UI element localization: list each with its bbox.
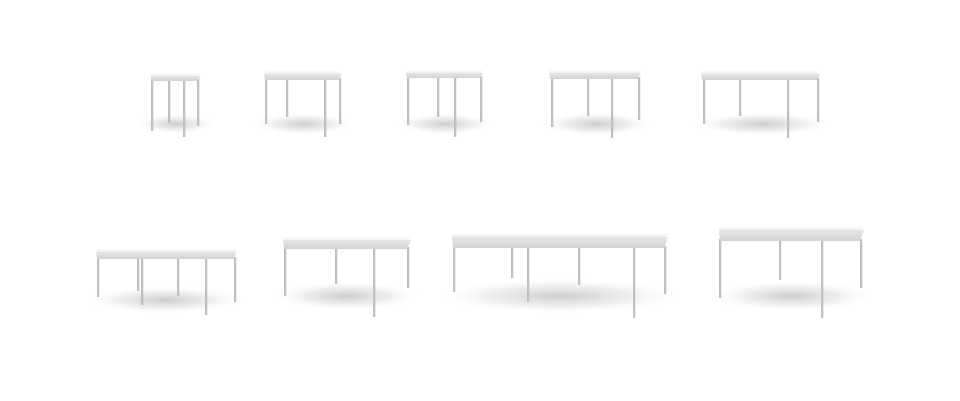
table-leg xyxy=(779,239,782,280)
table-2 xyxy=(251,71,355,137)
table-leg xyxy=(860,239,863,288)
table-leg xyxy=(286,78,289,117)
table-leg xyxy=(453,246,456,292)
table-top-edge xyxy=(151,76,201,81)
table-top xyxy=(719,227,864,230)
table-leg xyxy=(407,247,410,288)
table-leg xyxy=(177,257,180,296)
table-leg xyxy=(551,77,554,127)
table-5 xyxy=(690,71,834,138)
table-top xyxy=(283,237,411,240)
table-leg xyxy=(578,246,581,285)
table-leg xyxy=(633,246,636,318)
table-leg xyxy=(511,246,514,278)
table-top xyxy=(96,249,236,252)
table-leg xyxy=(197,79,200,126)
table-shadow xyxy=(434,278,686,314)
table-top xyxy=(406,70,483,73)
table-leg xyxy=(437,76,440,117)
table-9 xyxy=(708,227,876,318)
table-leg xyxy=(205,257,208,315)
table-top xyxy=(701,71,820,74)
table-leg xyxy=(664,246,667,294)
table-shadow xyxy=(690,112,834,136)
table-shadow xyxy=(708,280,876,312)
table-leg xyxy=(787,78,790,138)
table-leg xyxy=(335,247,338,284)
table-1 xyxy=(136,73,216,137)
table-leg xyxy=(324,78,327,137)
table-leg xyxy=(141,257,144,305)
table-shadow xyxy=(395,113,495,135)
table-top xyxy=(264,71,342,74)
table-top-edge xyxy=(549,73,641,79)
table-top-edge xyxy=(283,240,411,249)
table-top xyxy=(151,73,201,76)
table-8 xyxy=(434,234,686,318)
table-7 xyxy=(270,237,422,317)
table-top xyxy=(549,70,641,73)
table-leg xyxy=(265,78,268,124)
table-leg xyxy=(527,246,530,302)
table-top-edge xyxy=(452,237,668,248)
table-leg xyxy=(611,77,614,138)
table-leg xyxy=(480,76,483,122)
table-3 xyxy=(395,70,495,137)
table-shadow xyxy=(83,286,247,314)
table-leg xyxy=(137,257,140,291)
table-leg xyxy=(587,77,590,116)
table-shadow xyxy=(539,112,655,136)
table-leg xyxy=(739,78,742,116)
table-top-edge xyxy=(406,73,483,78)
table-leg xyxy=(339,78,342,124)
table-top-edge xyxy=(264,74,342,80)
table-leg xyxy=(284,247,287,296)
table-shadow xyxy=(251,113,355,135)
table-leg xyxy=(407,76,410,125)
table-leg xyxy=(817,78,820,122)
table-leg xyxy=(454,76,457,137)
table-leg xyxy=(234,257,237,302)
table-top xyxy=(452,234,668,237)
table-6 xyxy=(83,249,247,315)
table-top-edge xyxy=(701,74,820,80)
table-leg xyxy=(168,79,171,123)
table-leg xyxy=(183,79,186,137)
table-top-edge xyxy=(96,252,236,259)
table-leg xyxy=(821,239,824,318)
table-top-edge xyxy=(719,230,864,241)
table-leg xyxy=(373,247,376,317)
table-shadow xyxy=(136,114,216,134)
table-leg xyxy=(638,77,641,120)
table-shadow xyxy=(270,281,422,311)
table-4 xyxy=(539,70,655,138)
table-leg xyxy=(703,78,706,124)
table-leg xyxy=(97,257,100,297)
table-leg xyxy=(719,239,722,298)
table-leg xyxy=(151,79,154,131)
